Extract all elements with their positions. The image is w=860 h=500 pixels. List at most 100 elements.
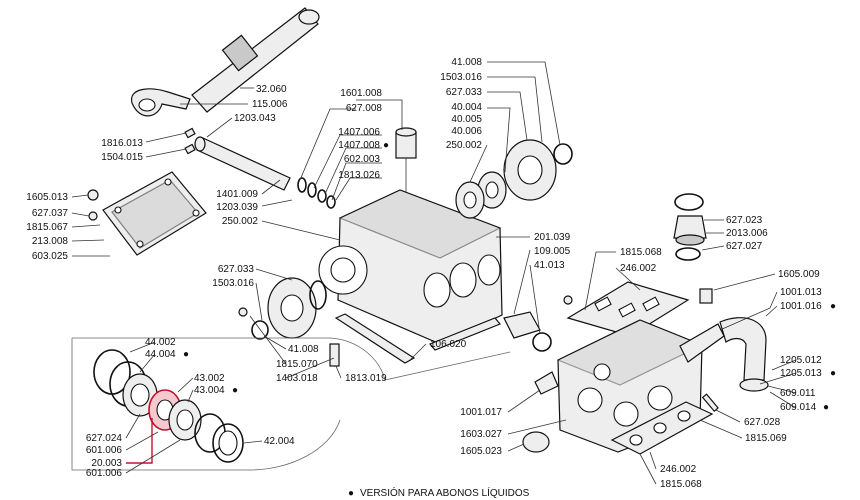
bullet-1001016: ● xyxy=(830,301,836,312)
label-1605013: 1605.013 xyxy=(26,192,68,203)
connecting-rod-part xyxy=(131,88,191,117)
legend-text: VERSIÓN PARA ABONOS LÍQUIDOS xyxy=(360,486,530,499)
label-1401009: 1401.009 xyxy=(216,189,258,200)
seal-part xyxy=(326,195,336,209)
legend: ● VERSIÓN PARA ABONOS LÍQUIDOS xyxy=(348,486,530,499)
label-1816013: 1816.013 xyxy=(101,138,143,149)
label-106020: 106.020 xyxy=(430,339,467,350)
leader-lines xyxy=(71,61,797,485)
label-609014: 609.014 xyxy=(780,402,817,413)
part-labels: 32.060 115.006 1816.013 1504.015 1203.04… xyxy=(26,57,836,490)
label-250002b: 250.002 xyxy=(446,140,483,151)
label-627027: 627.027 xyxy=(726,241,763,252)
label-601006b: 601.006 xyxy=(86,468,123,479)
seal-part xyxy=(297,177,307,193)
pin-part xyxy=(184,143,196,155)
label-1407008: 1407.008 xyxy=(338,140,380,151)
label-1407006: 1407.006 xyxy=(338,127,380,138)
bullet-1205013: ● xyxy=(830,368,836,379)
rail-part xyxy=(334,313,416,364)
bullet-44004: ● xyxy=(183,349,189,360)
label-250002a: 250.002 xyxy=(222,216,259,227)
label-1815070: 1815.070 xyxy=(276,359,318,370)
label-201039: 201.039 xyxy=(534,232,571,243)
label-627028: 627.028 xyxy=(744,417,781,428)
label-1601008: 1601.008 xyxy=(340,88,382,99)
label-627037: 627.037 xyxy=(32,208,69,219)
bullet-1407008: ● xyxy=(383,140,389,151)
label-1001016: 1001.016 xyxy=(780,301,822,312)
label-627033b: 627.033 xyxy=(218,264,255,275)
label-609011: 609.011 xyxy=(780,388,816,399)
label-43002: 43.002 xyxy=(194,373,225,384)
sleeve-part xyxy=(503,311,552,352)
inlet-fitting-part xyxy=(679,288,769,392)
label-40004: 40.004 xyxy=(451,102,482,113)
pin-part xyxy=(184,127,196,139)
label-41013: 41.013 xyxy=(534,260,565,271)
label-1205013: 1205.013 xyxy=(780,368,822,379)
label-1205012: 1205.012 xyxy=(780,355,822,366)
label-1605009: 1605.009 xyxy=(778,269,820,280)
label-44004: 44.004 xyxy=(145,349,176,360)
label-41008a: 41.008 xyxy=(451,57,482,68)
upper-manifold-part xyxy=(566,281,690,337)
label-44002: 44.002 xyxy=(145,337,176,348)
label-1815068b: 1815.068 xyxy=(660,479,702,490)
label-1815069: 1815.069 xyxy=(745,433,787,444)
valve-cap-part xyxy=(673,193,707,261)
label-1001013: 1001.013 xyxy=(780,287,822,298)
label-601006a: 601.006 xyxy=(86,445,123,456)
screw-part xyxy=(87,189,99,201)
label-42004: 42.004 xyxy=(264,436,295,447)
label-213008: 213.008 xyxy=(32,236,69,247)
outlet-fitting-part xyxy=(534,371,559,395)
screw-part xyxy=(701,393,719,413)
plug-part xyxy=(522,431,550,453)
seal-kit-detail xyxy=(93,349,244,463)
bearing-housing-left-part xyxy=(251,277,327,340)
label-246002b: 246.002 xyxy=(660,464,697,475)
label-1813019: 1813.019 xyxy=(345,373,387,384)
label-627033a: 627.033 xyxy=(446,87,483,98)
label-1001017: 1001.017 xyxy=(460,407,502,418)
label-627024: 627.024 xyxy=(86,433,123,444)
detail-frame xyxy=(71,337,511,471)
screw-part xyxy=(238,307,248,317)
label-1203043: 1203.043 xyxy=(234,113,276,124)
label-603025: 603.025 xyxy=(32,251,69,262)
label-1815068a: 1815.068 xyxy=(620,247,662,258)
label-115006: 115.006 xyxy=(252,99,288,110)
screw-part xyxy=(88,211,98,221)
seal-part xyxy=(317,189,327,203)
bolt-part xyxy=(329,343,340,367)
rail-part xyxy=(429,317,501,351)
bullet-609014: ● xyxy=(823,402,829,413)
label-1203039: 1203.039 xyxy=(216,202,258,213)
label-2013006: 2013.006 xyxy=(726,228,768,239)
seal-part xyxy=(307,182,317,198)
label-41008b: 41.008 xyxy=(288,344,319,355)
label-20003: 20.003 xyxy=(91,458,122,469)
oil-cap-part xyxy=(395,127,417,200)
label-1503016b: 1503.016 xyxy=(212,278,254,289)
legend-bullet: ● xyxy=(348,488,354,499)
label-109005: 109.005 xyxy=(534,246,571,257)
label-1605023: 1605.023 xyxy=(460,446,502,457)
lower-manifold-part xyxy=(610,401,714,455)
bearing-housing-part xyxy=(455,139,573,219)
label-1815067: 1815.067 xyxy=(26,222,68,233)
label-43004: 43.004 xyxy=(194,385,225,396)
label-1403018: 1403.018 xyxy=(276,373,318,384)
label-1504015: 1504.015 xyxy=(101,152,143,163)
label-40006: 40.006 xyxy=(451,126,482,137)
label-627008: 627.008 xyxy=(346,103,383,114)
label-627023: 627.023 xyxy=(726,215,763,226)
label-602003: 602.003 xyxy=(344,154,381,165)
label-1813026: 1813.026 xyxy=(338,170,380,181)
label-40005: 40.005 xyxy=(451,114,482,125)
crankshaft-part xyxy=(191,7,320,113)
label-32060: 32.060 xyxy=(256,84,287,95)
screw-part xyxy=(563,295,573,305)
